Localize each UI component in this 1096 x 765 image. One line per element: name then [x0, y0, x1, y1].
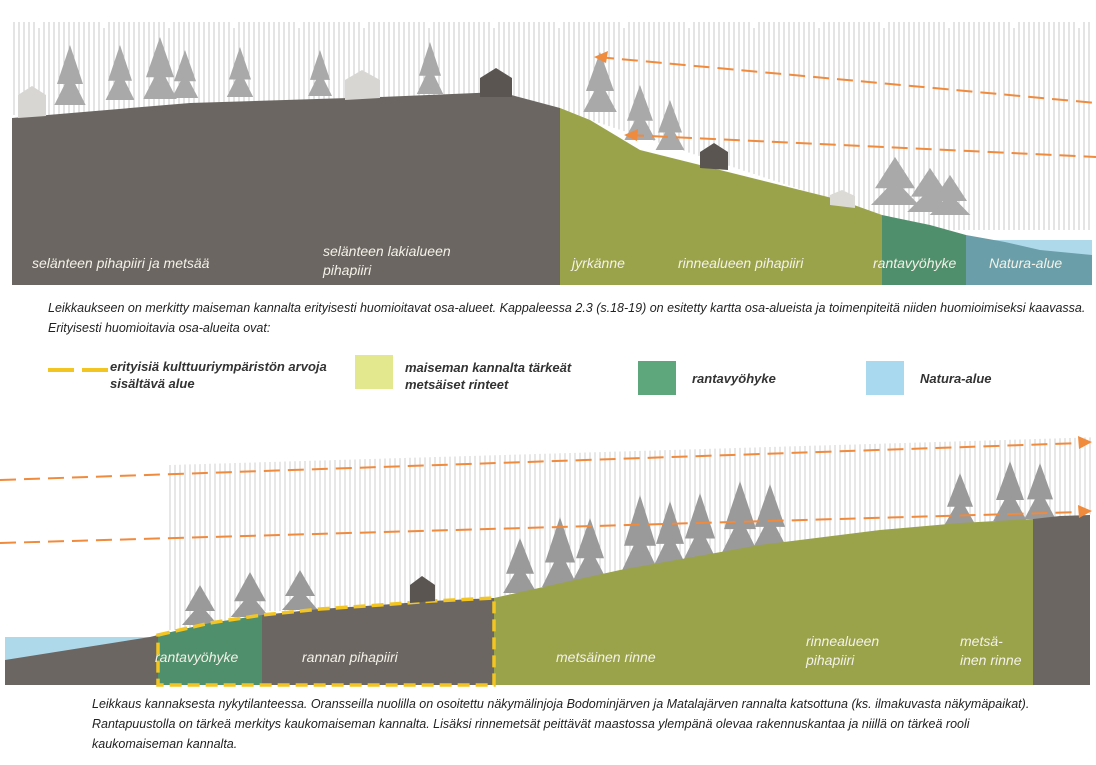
legend-item-culture: erityisiä kulttuuriympäristön arvoja sis…	[48, 358, 335, 392]
zone-label-cliff: jyrkänne	[570, 255, 625, 271]
house-icon	[480, 68, 512, 97]
tree-icon	[542, 517, 578, 587]
view-line-arrow	[0, 442, 1083, 481]
house-outline-icon	[345, 70, 380, 100]
bottom-caption: Leikkaus kannaksesta nykytilanteessa. Or…	[92, 697, 1030, 751]
dashed-line-swatch	[48, 358, 110, 392]
top-caption: Leikkaukseen on merkitty maiseman kannal…	[48, 301, 1086, 335]
legend-label-culture: erityisiä kulttuuriympäristön arvoja sis…	[110, 359, 327, 391]
tree-icon	[624, 85, 656, 140]
natura-swatch	[866, 361, 904, 395]
bottom-cross-section: rantavyöhyke rannan pihapiiri metsäinen …	[0, 436, 1092, 687]
zone-label-shore-zone: rantavyöhyke	[873, 255, 956, 271]
top-cross-section: selänteen pihapiiri ja metsää selänteen …	[12, 22, 1096, 285]
slope-terrain	[560, 108, 882, 285]
view-line-arrow	[0, 511, 1083, 544]
tree-icon	[1024, 463, 1056, 519]
tree-icon	[171, 50, 199, 98]
tree-icon	[752, 484, 788, 550]
zone-label-ridge-top-yard-line2: pihapiiri	[322, 262, 372, 278]
arrow-head-icon	[594, 51, 608, 63]
house-icon	[700, 143, 728, 170]
view-line-arrow	[597, 56, 1096, 104]
tree-icon	[871, 157, 919, 205]
tree-icon	[655, 100, 685, 150]
house-icon	[410, 576, 435, 603]
tree-icon	[573, 518, 607, 580]
zone-label-shore-yard: rannan pihapiiri	[302, 649, 399, 665]
zone-label-slope-yard: rinnealueen pihapiiri	[678, 255, 804, 271]
forest-slope-terrain	[494, 519, 1033, 685]
arrow-head-icon	[1078, 505, 1092, 518]
tree-icon	[105, 45, 135, 100]
legend-label-shore: rantavyöhyke	[692, 371, 776, 386]
tree-icon	[620, 495, 660, 573]
house-outline-icon	[18, 86, 46, 118]
tree-icon	[182, 585, 218, 625]
zone-label-shore-zone: rantavyöhyke	[155, 649, 238, 665]
tree-icon	[682, 493, 718, 563]
tree-icon	[54, 45, 86, 105]
forest-slope-swatch	[355, 355, 393, 389]
tree-icon	[226, 47, 254, 97]
legend-label-forest-slopes: maiseman kannalta tärkeät metsäiset rint…	[405, 360, 572, 392]
tree-icon	[944, 473, 976, 525]
house-outline-icon	[830, 190, 855, 208]
legend: erityisiä kulttuuriympäristön arvoja sis…	[0, 355, 1096, 405]
tree-icon	[720, 481, 760, 555]
ridge-terrain	[12, 92, 560, 285]
tree-icon	[282, 570, 318, 610]
tree-icon	[929, 175, 971, 215]
arrow-head-icon	[1078, 436, 1092, 449]
shore-yard-terrain	[262, 598, 494, 685]
shore-zone-terrain	[882, 215, 966, 285]
bottom-trees	[182, 461, 1056, 625]
legend-item-natura: Natura-alue	[866, 361, 992, 395]
zone-label-ridge-yard: selänteen pihapiiri ja metsää	[32, 255, 210, 271]
legend-item-forest-slopes: maiseman kannalta tärkeät metsäiset rint…	[355, 355, 605, 393]
tree-icon	[143, 37, 177, 99]
tree-icon	[230, 572, 270, 617]
legend-item-shore: rantavyöhyke	[638, 361, 776, 395]
tree-icon	[993, 461, 1027, 521]
shore-swatch	[638, 361, 676, 395]
tree-icon	[503, 538, 537, 593]
culture-area-outline	[156, 596, 496, 687]
tree-icon	[308, 50, 332, 96]
lake-bank	[5, 635, 158, 685]
zone-label-natura: Natura-alue	[989, 255, 1062, 271]
zone-label-slope-yard-line1: rinnealueen	[806, 633, 879, 649]
view-line-arrow	[627, 134, 1096, 158]
zone-label-forest-slope-2-line1: metsä-	[960, 633, 1003, 649]
zone-label-forest-slope: metsäinen rinne	[556, 649, 656, 665]
zone-label-ridge-top-yard-line1: selänteen lakialueen	[323, 243, 451, 259]
natura-shore	[966, 235, 1092, 285]
zone-label-forest-slope-2-line2: inen rinne	[960, 652, 1022, 668]
tree-icon	[416, 42, 444, 94]
arrow-head-icon	[624, 129, 638, 141]
bottom-shore-zone-terrain	[158, 615, 262, 685]
upper-terrain	[1033, 515, 1090, 685]
tree-icon	[653, 501, 687, 567]
tree-icon	[583, 52, 617, 112]
legend-label-natura: Natura-alue	[920, 371, 992, 386]
zone-label-slope-yard-line2: pihapiiri	[805, 652, 855, 668]
